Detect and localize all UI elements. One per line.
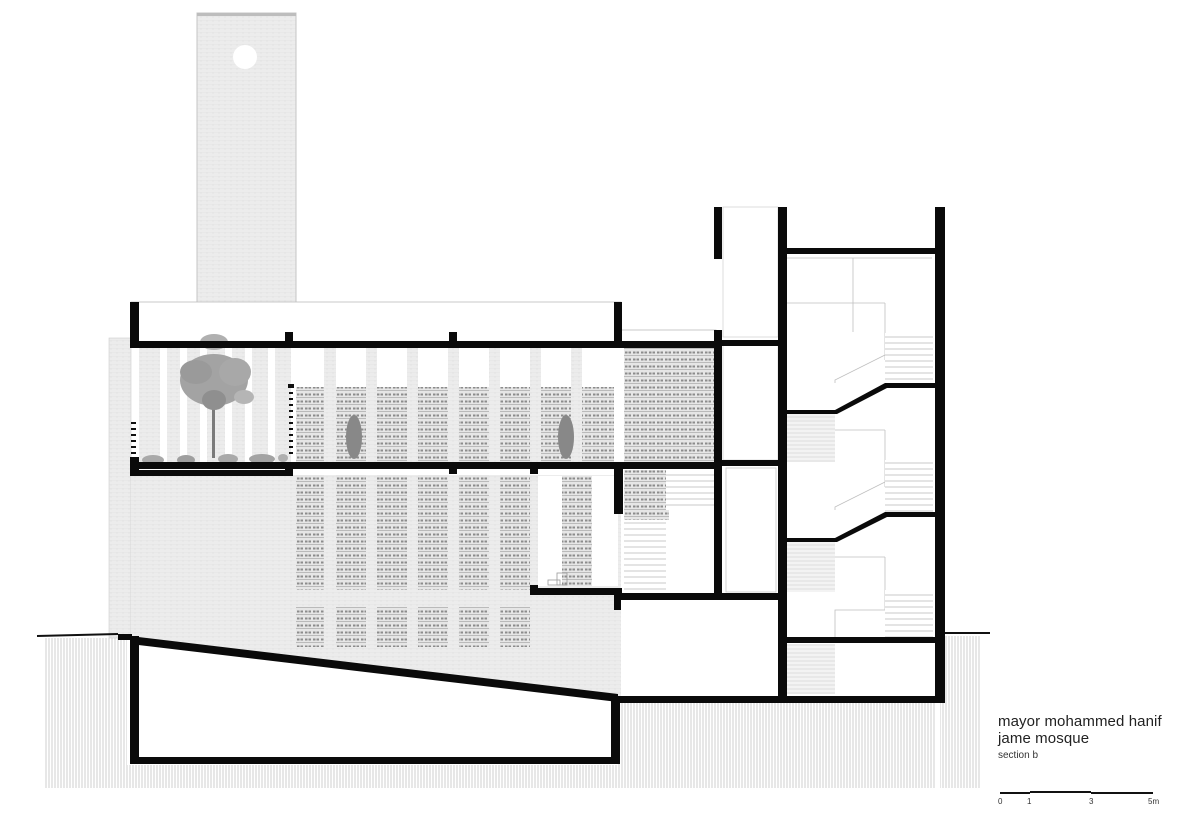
scale-label-3: 3 bbox=[1089, 797, 1094, 806]
lower-hall bbox=[296, 470, 714, 647]
section-cut-walls bbox=[118, 207, 945, 764]
stair-core bbox=[720, 206, 945, 697]
title-block: mayor mohammed hanif jame mosque section… bbox=[998, 713, 1162, 761]
scale-bar: 0 1 3 5m bbox=[998, 790, 1168, 820]
figure-upper-right bbox=[558, 415, 574, 459]
project-title-line1: mayor mohammed hanif bbox=[998, 713, 1162, 730]
figure-upper-left bbox=[346, 415, 362, 459]
earth-hatch bbox=[45, 636, 980, 788]
section-label: section b bbox=[998, 750, 1039, 761]
minaret-oculus bbox=[233, 45, 257, 69]
upper-hall bbox=[131, 347, 714, 462]
scale-label-1: 1 bbox=[1027, 797, 1032, 806]
minaret bbox=[196, 12, 297, 304]
scale-label-5m: 5m bbox=[1148, 797, 1160, 806]
basement-space bbox=[139, 645, 611, 757]
ground-line bbox=[36, 632, 990, 637]
scale-label-0: 0 bbox=[998, 797, 1003, 806]
scale-bar-graphic bbox=[1000, 791, 1153, 794]
railing bbox=[131, 384, 294, 454]
project-title-line2: jame mosque bbox=[998, 730, 1090, 747]
